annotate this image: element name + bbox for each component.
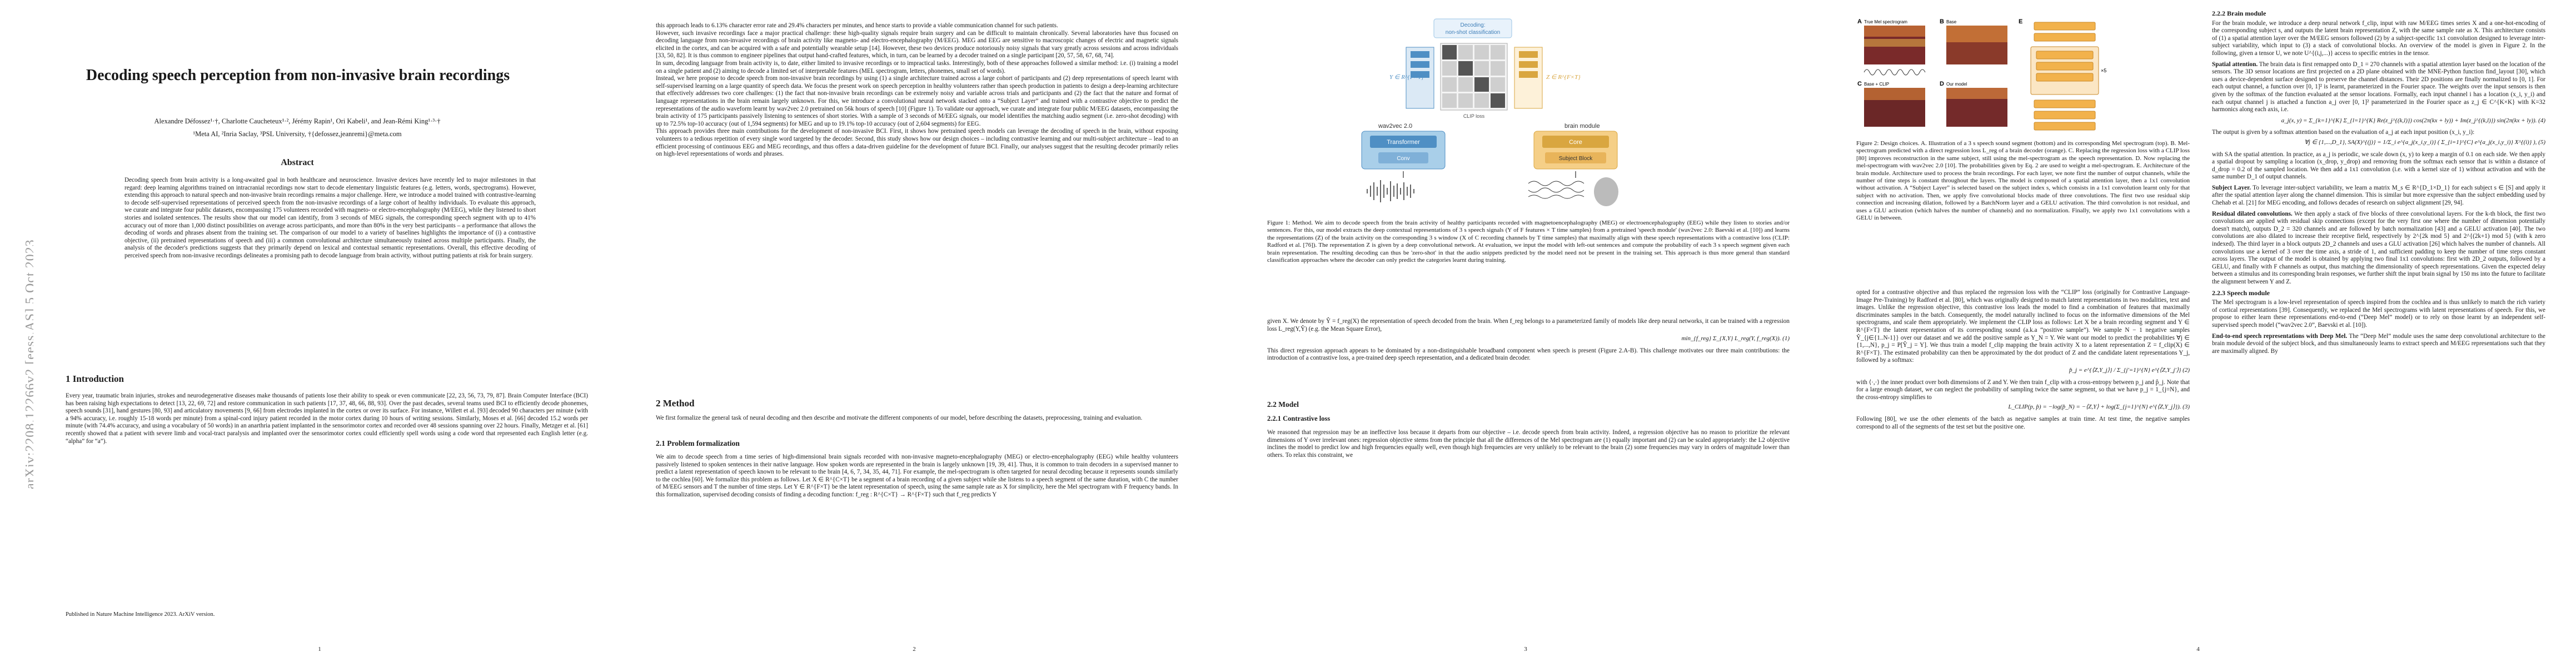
page2-body: this approach leads to 6.13% character e… [656, 22, 1178, 158]
subject-layer-para: Subject Layer. To leverage inter-subject… [2212, 185, 2545, 207]
abstract-text: Decoding speech from brain activity is a… [124, 177, 536, 263]
brain-signal-icon [1528, 181, 1585, 199]
brain-module-text: For the brain module, we introduce a dee… [2212, 19, 2545, 57]
equation-4: a_j(x, y) = Σ_{k=1}^{K} Σ_{l=1}^{K} Re(z… [2281, 117, 2545, 124]
intro-heading-text: 1 Introduction [66, 374, 124, 384]
page-number: 3 [1524, 646, 1527, 653]
brain-module-label: brain module [1564, 123, 1600, 130]
intro-heading: 1 Introduction [66, 374, 124, 385]
wav2vec-module: wav2vec 2.0 Transformer Conv [1361, 123, 1446, 170]
figure-2-architecture: E ×5 [2019, 18, 2106, 131]
spatial-attention-heading: Spatial attention. [2212, 61, 2258, 68]
speech-module-heading: 2.2.3 Speech module [2212, 288, 2270, 297]
affiliations: ¹Meta AI, ²Inria Saclay, ³PSL University… [193, 130, 402, 138]
z-label: Z ∈ R^{F×T} [1546, 74, 1581, 81]
problem-heading-text: 2.1 Problem formalization [656, 439, 740, 447]
brain-module-heading: 2.2.2 Brain module [2212, 9, 2266, 17]
author-list: Alexandre Défossez¹·†, Charlotte Cauchet… [154, 117, 441, 125]
subject-layer-text: To leverage inter-subject variability, w… [2212, 184, 2545, 207]
panel-d-title: Our model [1946, 82, 1967, 87]
spatial-attention-text: The brain data is first remapped onto D_… [2212, 61, 2545, 113]
method-heading: 2 Method [656, 398, 694, 409]
head-icon [1594, 177, 1618, 206]
panel-c-label: C [1857, 81, 1862, 87]
decoding-box [1433, 18, 1512, 38]
abstract-heading: Abstract [281, 158, 314, 167]
panel-e-label: E [2019, 18, 2022, 25]
spatial-attention-para: Spatial attention. The brain data is fir… [2212, 61, 2545, 114]
clip-text-1: opted for a contrastive objective and th… [1856, 289, 2190, 364]
arxiv-stamp: arXiv:2208.12266v2 [eess.AS] 5 Oct 2023 [8, 178, 38, 489]
paper-title: Decoding speech perception from non-inva… [86, 67, 510, 84]
speech-module-text: The Mel spectrogram is a low-level repre… [2212, 299, 2545, 328]
deep-mel-para: End-to-end speech representations with D… [2212, 333, 2545, 356]
intro-text: Every year, traumatic brain injuries, st… [66, 392, 588, 449]
panel-a-title: True Mel spectrogram [1864, 19, 1907, 24]
decoding-title-2: non-shot classification [1446, 29, 1500, 36]
problem-heading: 2.1 Problem formalization [656, 439, 740, 448]
method-intro: We first formalize the general task of n… [656, 415, 1143, 421]
model-heading-text: 2.2 Model [1267, 400, 1299, 409]
brain-stack: Z ∈ R^{F×T} [1514, 47, 1581, 109]
block-repeat-label: ×5 [2101, 68, 2106, 73]
figure-1-caption: Figure 1: Method. We aim to decode speec… [1267, 220, 1790, 264]
page-number: 4 [2196, 646, 2200, 653]
model-heading: 2.2 Model 2.2.1 Contrastive loss [1267, 400, 1330, 423]
clip-matrix: CLIP loss [1440, 43, 1508, 119]
clip-text-3: Following [80], we use the other element… [1856, 415, 2190, 430]
page-number: 2 [913, 646, 916, 653]
page3-text: given X. We denote by Ŷ = f_reg(X) the r… [1267, 318, 1790, 362]
equation-2: p̂_j = e^{⟨Z,Y_j⟩} / Σ_{j'=1}^{N} e^{⟨Z,… [2069, 366, 2190, 374]
transformer-label: Transformer [1387, 139, 1420, 146]
conv-label: Conv [1397, 156, 1409, 162]
authors: Alexandre Défossez¹·†, Charlotte Cauchet… [83, 117, 511, 139]
speech-stack: Y ∈ R^{F×T} [1389, 47, 1434, 109]
equation-1: min_{f_reg} Σ_{X,Y} L_reg(Y, f_reg(X)). … [1681, 335, 1790, 342]
decoding-title-1: Decoding: [1460, 22, 1485, 28]
core-label: Core [1569, 139, 1582, 146]
spatial-dropout-text: with SA the spatial attention. In practi… [2212, 151, 2545, 181]
footer-note: Published in Nature Machine Intelligence… [66, 611, 215, 618]
page-1: Decoding speech perception from non-inva… [33, 0, 606, 667]
softmax-text: The output is given by a softmax attenti… [2212, 129, 2475, 136]
panel-d-label: D [1940, 81, 1944, 87]
wav2vec-label: wav2vec 2.0 [1378, 123, 1412, 130]
figure-1: Decoding: non-shot classification CLIP l… [1361, 18, 1618, 206]
equation-5: ∀j ∈ {1,...,D_1}, SA(X)^{(j)} = 1/Σ_i e^… [2304, 138, 2545, 146]
method-heading-text: 2 Method [656, 398, 695, 409]
page4-left-column: opted for a contrastive objective and th… [1856, 289, 2190, 431]
brain-module: brain module Core Subject Block [1533, 123, 1618, 170]
panel-b-label: B [1940, 18, 1944, 25]
residual-para: Residual dilated convolutions. We then a… [2212, 211, 2545, 286]
page-4: A True Mel spectrogram B Base C Base + C… [1856, 0, 2573, 667]
equation-3: L_CLIP(p, p̂) = −log(p̂_N) = −⟨Z,Y⟩ + lo… [2008, 404, 2190, 411]
panel-b-title: Base [1946, 19, 1957, 24]
residual-heading: Residual dilated convolutions. [2212, 210, 2293, 217]
page-number: 1 [318, 646, 321, 653]
residual-text: We then apply a stack of five blocks of … [2212, 210, 2545, 285]
panel-c-title: Base + CLIP [1864, 82, 1889, 87]
waveform-icon [1367, 180, 1414, 202]
contrastive-text: We reasoned that regression may be an in… [1267, 429, 1790, 459]
abstract-paragraph: Decoding speech from brain activity is a… [124, 177, 536, 259]
panel-a-label: A [1857, 18, 1862, 25]
intro-paragraph: Every year, traumatic brain injuries, st… [66, 392, 588, 445]
page4-right-column: 2.2.2 Brain module For the brain module,… [2212, 9, 2545, 356]
figure-2-panels: A True Mel spectrogram B Base C Base + C… [1857, 18, 2007, 127]
y-label: Y ∈ R^{F×T} [1389, 74, 1424, 81]
clip-text-2: with ⟨·,·⟩ the inner product over both d… [1856, 379, 2190, 401]
page-3: Decoding: non-shot classification CLIP l… [1256, 0, 1834, 667]
page3-text-1: given X. We denote by Ŷ = f_reg(X) the r… [1267, 318, 1790, 332]
problem-text: We aim to decode speech from a time seri… [656, 454, 1178, 498]
contrastive-heading: 2.2.1 Contrastive loss [1267, 415, 1331, 422]
deep-mel-heading: End-to-end speech representations with D… [2212, 332, 2348, 340]
deep-mel-text: The “Deep Mel” module uses the same deep… [2212, 332, 2545, 355]
subject-block-label: Subject Block [1559, 156, 1593, 162]
waveform-trace [1864, 69, 1926, 76]
figure-2-caption: Figure 2: Design choices. A. Illustratio… [1856, 140, 2190, 222]
page-2: this approach leads to 6.13% character e… [645, 0, 1223, 667]
page3-text-2: This direct regression approach appears … [1267, 347, 1790, 362]
subject-layer-heading: Subject Layer. [2212, 184, 2251, 191]
clip-loss-label: CLIP loss [1463, 113, 1485, 119]
